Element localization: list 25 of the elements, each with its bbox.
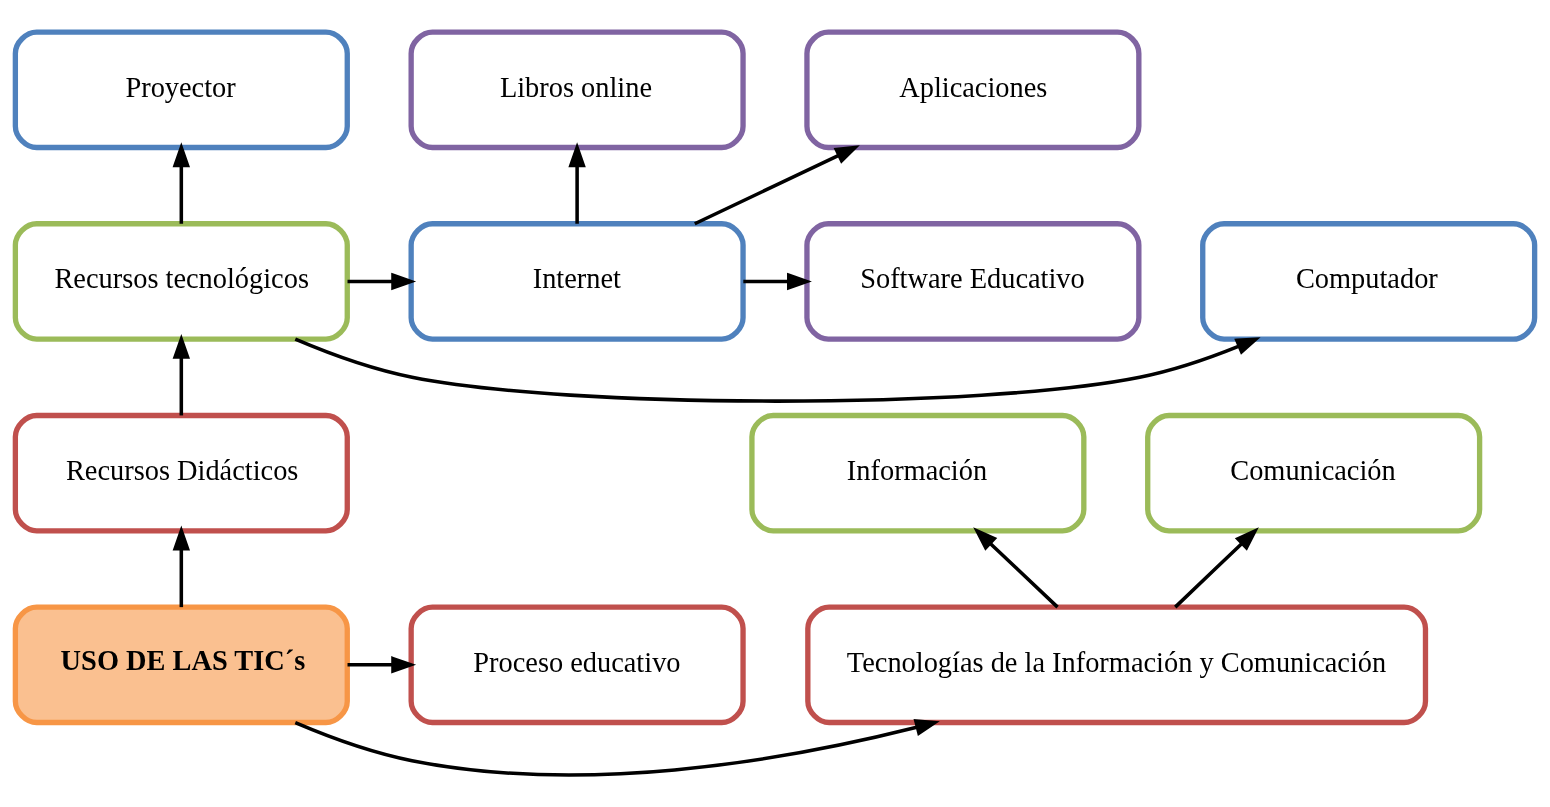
- node-box: Aplicaciones: [804, 28, 1142, 150]
- arrow: [294, 336, 1261, 403]
- node-box: Proceso educativo: [408, 604, 746, 725]
- node-box: Información: [749, 412, 1087, 533]
- arrow: [694, 144, 860, 225]
- node-box: Comunicación: [1145, 412, 1483, 533]
- arrow: [743, 272, 812, 290]
- node-box: Tecnologías de la Información y Comunicación: [805, 604, 1429, 725]
- arrow: [294, 718, 940, 777]
- arrow: [172, 333, 191, 415]
- node-box: Internet: [408, 220, 746, 342]
- arrow: [347, 272, 417, 290]
- node-box: Proyector: [12, 28, 350, 150]
- arrow: [1174, 526, 1259, 608]
- arrow: [568, 141, 586, 224]
- arrow: [172, 525, 191, 607]
- node-box: USO DE LAS TIC´s: [12, 604, 350, 725]
- arrow: [973, 526, 1059, 608]
- arrow: [172, 141, 191, 224]
- node-box: Recursos Didácticos: [12, 412, 350, 533]
- node-box: Libros online: [408, 28, 746, 150]
- arrow: [347, 655, 417, 674]
- node-box: Computador: [1200, 220, 1538, 342]
- node-box: Software Educativo: [804, 220, 1142, 342]
- node-box: Recursos tecnológicos: [12, 220, 350, 342]
